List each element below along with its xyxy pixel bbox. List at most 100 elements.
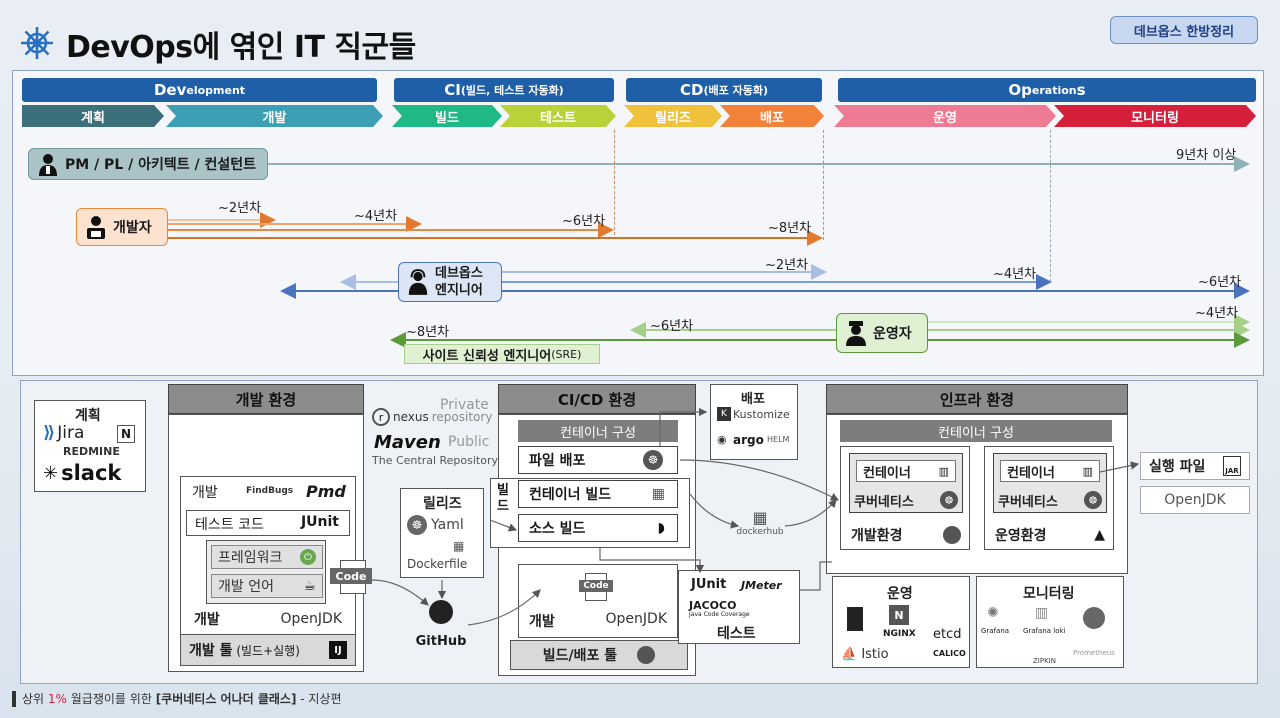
dev-k8s-row: 쿠버네티스 ☸ — [848, 488, 964, 512]
infra-env-header: 인프라 환경 — [826, 384, 1128, 414]
devops-year-4: ~4년차 — [993, 267, 1037, 282]
kustomize-logo: K Kustomize — [717, 407, 790, 421]
docker-icon: ▦ — [453, 539, 465, 553]
spring-power-icon: ⏻ — [300, 549, 316, 565]
jenkins-icon — [637, 646, 656, 664]
jmeter-logo: JMeter — [741, 579, 782, 592]
code-document-icon: Code — [579, 573, 621, 601]
argo-icon: ◉ — [717, 433, 727, 446]
ops-year-8: ~8년차 — [406, 325, 450, 340]
dev-env-row: 개발환경 — [851, 525, 961, 545]
cicd-tool-box: Code 개발 OpenJDK — [518, 564, 678, 638]
dev-year-4: ~4년차 — [354, 209, 398, 224]
calico-logo: CALICO — [933, 649, 966, 658]
ops-year-4: ~4년차 — [1195, 306, 1239, 321]
language-row: 개발 언어 ☕ — [211, 574, 323, 598]
source-build-row: 소스 빌드 ◗ — [518, 514, 678, 542]
grafana-icon: ✺ — [987, 605, 999, 621]
pmd-logo: Pmd — [306, 482, 346, 501]
yaml-row: ☸ Yaml — [407, 515, 464, 535]
kubernetes-icon: ☸ — [407, 515, 427, 535]
divider-ci — [614, 130, 615, 235]
cicd-dev-label: 개발 — [529, 614, 555, 630]
loki-icon: ▥ — [1035, 605, 1049, 621]
page-title: DevOps에 엮인 IT 직군들 — [66, 30, 416, 65]
prometheus-icon — [1083, 607, 1105, 629]
divider-cd — [823, 130, 824, 240]
divider-ops — [1050, 130, 1051, 282]
jacoco-logo: JACOCO — [689, 599, 737, 612]
junit-logo: JUnit — [300, 514, 339, 530]
dev-env-header: 개발 환경 — [168, 384, 364, 414]
test-code-row: 테스트 코드 JUnit — [186, 510, 350, 536]
kubernetes-icon: ☸ — [1084, 491, 1102, 509]
developer-icon — [85, 215, 107, 239]
prod-cluster-box: 컨테이너▥ 쿠버네티스 ☸ 운영환경▲ — [984, 446, 1114, 550]
argo-logo: argo — [733, 433, 764, 447]
footer-caption: 상위 1% 월급쟁이를 위한 [쿠버네티스 어나더 클래스] - 지상편 — [12, 690, 342, 707]
helm-logo: HELM — [767, 435, 790, 444]
dev-year-8: ~8년차 — [768, 221, 812, 236]
ship-wheel-icon — [21, 27, 53, 59]
pm-years: 9년차 이상 — [1176, 148, 1237, 163]
role-pm: PM / PL / 아키텍트 / 컨설턴트 — [28, 148, 268, 180]
release-box: 릴리즈 ☸ Yaml ▦ Dockerfile — [400, 488, 484, 578]
prod-container-row: 컨테이너▥ — [1000, 460, 1100, 482]
private-label: Private — [440, 397, 489, 413]
istio-logo: ⛵ Istio — [841, 647, 889, 662]
officer-icon — [845, 321, 867, 346]
release-title: 릴리즈 — [423, 496, 462, 512]
footer-bar — [12, 690, 16, 707]
kubernetes-icon: ☸ — [643, 450, 663, 470]
monitoring-title: 모니터링 — [1023, 586, 1075, 602]
loki-logo: Grafana loki — [1023, 627, 1066, 635]
cicd-openjdk: OpenJDK — [605, 611, 667, 627]
phase-cd: CD (배포 자동화) — [626, 78, 822, 102]
findbugs-logo: FindBugs — [246, 486, 294, 496]
test-box: JUnit JMeter JACOCO Java Code Coverage 테… — [678, 570, 800, 644]
devops-year-6: ~6년차 — [1198, 275, 1242, 290]
nginx-logo: NGINX — [883, 629, 916, 639]
test-code-label: 테스트 코드 — [195, 517, 264, 533]
docker-whale-icon: ▦ — [752, 508, 768, 527]
monitoring-box: 모니터링 ✺ Grafana ▥ Grafana loki Prometheus… — [976, 576, 1124, 668]
ops-year-6: ~6년차 — [650, 319, 694, 334]
role-developer-label: 개발자 — [113, 220, 152, 236]
dev-container-row: 컨테이너▥ — [856, 460, 956, 482]
timeline-arrows — [168, 156, 1250, 348]
harbor-icon — [847, 607, 863, 631]
test-title: 테스트 — [717, 626, 756, 642]
stage-monitor: 모니터링 — [1054, 105, 1256, 127]
prod-cluster-inner: 컨테이너▥ 쿠버네티스 ☸ — [993, 453, 1107, 513]
role-devops-line2: 엔지니어 — [435, 283, 483, 298]
role-operator-label: 운영자 — [873, 326, 912, 342]
prometheus-logo: Prometheus — [1073, 649, 1115, 657]
central-repo-label: The Central Repository — [372, 454, 498, 467]
build-tag: 빌드 — [497, 483, 509, 514]
cicd-container-subheader: 컨테이너 구성 — [518, 420, 678, 442]
sail-icon: ⛵ — [841, 647, 858, 662]
code-document-icon: Code — [330, 560, 372, 594]
intellij-icon: IJ — [329, 641, 347, 659]
jacoco-sub: Java Code Coverage — [689, 611, 750, 618]
stage-dev: 개발 — [166, 105, 383, 127]
grafana-logo: Grafana — [981, 627, 1010, 635]
public-label: Public — [448, 434, 490, 450]
nginx-icon: N — [889, 605, 909, 625]
dev-label: 개발 — [192, 485, 218, 501]
stage-release: 릴리즈 — [624, 105, 722, 127]
devops-year-2: ~2년차 — [765, 258, 809, 273]
redhat-hat-icon: ▲ — [1094, 527, 1105, 543]
dev-cluster-box: 컨테이너▥ 쿠버네티스 ☸ 개발환경 — [840, 446, 970, 550]
stage-build: 빌드 — [392, 105, 502, 127]
github-octocat-icon — [429, 600, 453, 624]
build-deploy-tool-row: 빌드/배포 툴 — [510, 640, 688, 670]
jira-logo: ⟫Jira — [43, 423, 85, 443]
container-build-row: 컨테이너 빌드 ▦ — [518, 480, 678, 508]
rancher-icon — [943, 526, 961, 544]
operations-box: 운영 N NGINX etcd ⛵ Istio CALICO — [832, 576, 970, 668]
